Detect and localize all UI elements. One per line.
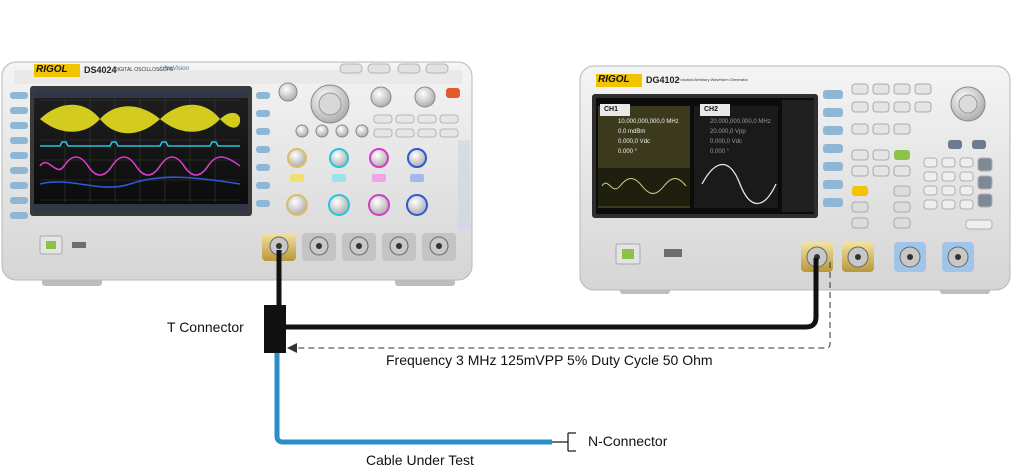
multifunction-knob[interactable] [278,82,298,102]
oscilloscope-logo [34,64,80,77]
small-knob[interactable] [295,124,309,138]
ch2-amplitude: 20.000,0 Vpp [710,129,746,135]
small-knob[interactable] [335,124,349,138]
run-stop-button[interactable] [446,88,460,98]
trigger-knob[interactable] [414,86,436,108]
generator-subtitle: Function/Arbitrary Waveform Generator [678,77,748,82]
ch2-offset: 0.000,0 Vdc [710,139,743,145]
generator-menu-keys[interactable] [823,90,843,207]
ch2-button[interactable] [893,185,911,197]
signal-path-arrow [292,262,831,349]
oscilloscope [1,61,473,286]
cable-under-test [274,353,552,445]
ch2-frequency: 20.000,000,000,0 MHz [710,119,771,125]
arrow-left-icon[interactable] [948,140,962,149]
generator-logo [596,74,642,87]
vertical-controls[interactable] [286,148,428,216]
ch1-offset: 0.000,0 Vdc [618,139,651,145]
small-knob[interactable] [355,124,369,138]
ultravision-logo: UltraVision [160,66,189,72]
ch3-trace [39,156,241,176]
t-connector [264,305,286,353]
ch1-frequency: 10.000,000,000,0 MHz [618,119,679,125]
oscilloscope-inputs [262,233,456,261]
generator-waveform-buttons[interactable] [851,83,932,177]
cable-under-test-label: Cable Under Test [366,452,474,468]
output2-button[interactable] [893,217,911,229]
trigger2-button[interactable] [893,201,911,213]
generator-usb-icon [664,249,682,257]
n-connector-label: N-Connector [588,433,668,449]
ch1-phase: 0.000 ° [618,149,638,155]
ch1-amplitude: 0.0 mdBm [618,129,646,135]
oscilloscope-top-buttons[interactable] [339,63,449,74]
ch1-button[interactable] [852,186,868,196]
oscilloscope-right-softkeys[interactable] [256,92,270,207]
ch4-trace [39,176,241,188]
t-connector-label: T Connector [167,319,244,335]
numeric-keypad[interactable] [923,157,993,230]
small-knob[interactable] [315,124,329,138]
preset-button[interactable] [894,150,910,160]
generator-ch1-tab[interactable]: CH1 [604,106,619,113]
ch1-trace [40,104,240,134]
generator-ch2-tab[interactable]: CH2 [704,106,719,113]
ch2-phase: 0.000 ° [710,149,730,155]
arrow-right-icon[interactable] [972,140,986,149]
ch2-trace [40,141,240,147]
generator-model: DG4102 [646,75,680,85]
oscilloscope-brand: RIGOL [36,64,68,75]
usb-port-icon [72,242,86,248]
generator-brand: RIGOL [598,74,630,85]
trigger-button[interactable] [851,201,869,213]
signal-cable [286,258,819,330]
arrow-head-icon [287,343,297,353]
signal-generator [579,65,1011,294]
oscilloscope-model: DS4024 [84,65,117,75]
output1-button[interactable] [851,217,869,229]
signal-description-label: Frequency 3 MHz 125mVPP 5% Duty Cycle 50… [386,352,713,368]
n-connector-icon [552,432,576,452]
function-buttons[interactable] [373,114,459,138]
oscilloscope-subtitle: DIGITAL OSCILLOSCOPE [114,67,174,73]
generator-outputs [801,242,974,272]
horizontal-knob[interactable] [370,86,392,108]
oscilloscope-left-softkeys[interactable] [10,92,28,219]
